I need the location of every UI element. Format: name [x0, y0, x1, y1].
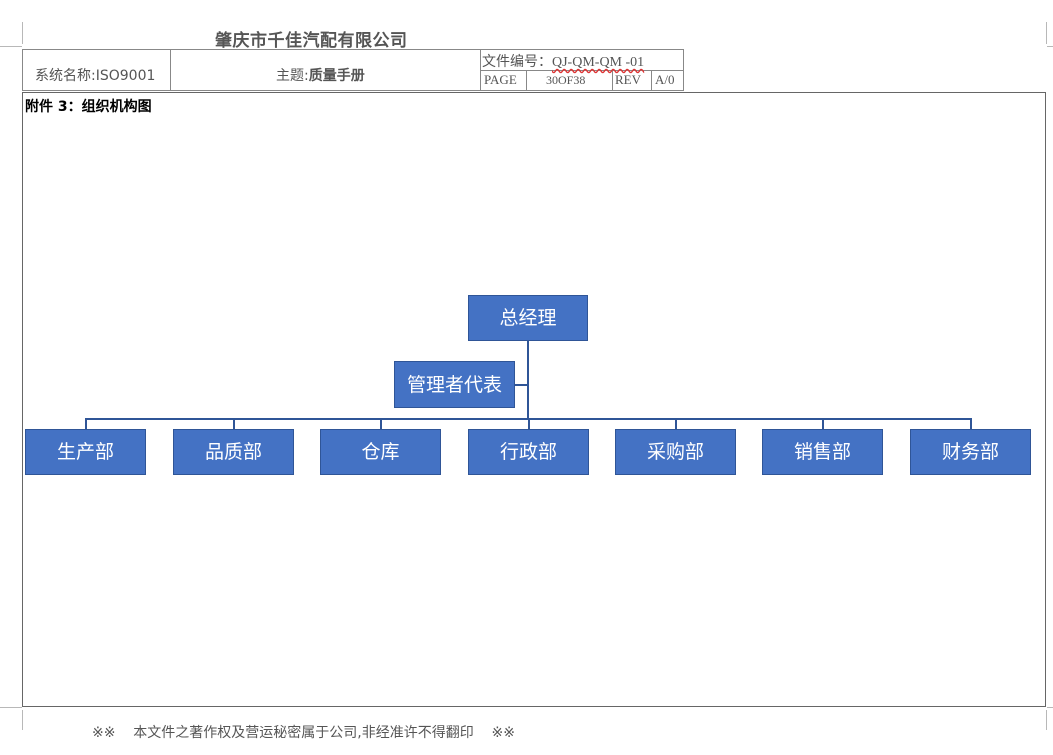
crop-mark: [22, 22, 23, 44]
connector-main-vertical: [527, 340, 529, 419]
crop-mark: [1046, 22, 1047, 44]
crop-mark: [0, 707, 22, 708]
doc-number: 文件编号：QJ-QM-QM -01: [482, 51, 644, 71]
connector-department-drop: [674, 418, 677, 429]
org-box-department: 采购部: [615, 429, 736, 475]
rev-value: A/0: [655, 72, 675, 87]
annex-title: 附件 3：组织机构图: [25, 99, 152, 115]
connector-department-drop: [821, 418, 824, 429]
subject-prefix: 主题:: [276, 68, 309, 84]
subject-title: 质量手册: [308, 68, 365, 84]
crop-mark: [1047, 46, 1053, 47]
crop-mark: [22, 710, 23, 730]
doc-number-label: 文件编号：: [482, 54, 552, 70]
connector-assistant: [514, 384, 528, 386]
page-label: PAGE: [484, 72, 517, 87]
crop-mark: [1047, 707, 1053, 708]
content-frame: [22, 92, 1046, 707]
doc-number-value: QJ-QM-QM -01: [552, 55, 645, 70]
org-box-department: 行政部: [468, 429, 589, 475]
footer-notice: ※※ 本文件之著作权及营运秘密属于公司,非经准许不得翻印 ※※: [92, 725, 515, 741]
page-value: 30OF38: [546, 73, 586, 87]
org-box-department: 生产部: [25, 429, 146, 475]
crop-mark: [0, 46, 22, 47]
org-box-department: 仓库: [320, 429, 441, 475]
subject: 主题:质量手册: [276, 65, 365, 85]
org-box-general-manager: 总经理: [468, 295, 588, 341]
connector-department-drop: [969, 418, 972, 429]
header-rev-value-cell: [651, 70, 684, 91]
crop-mark: [1046, 710, 1047, 730]
system-name: 系统名称:ISO9001: [35, 68, 156, 84]
org-box-management-representative: 管理者代表: [394, 361, 515, 408]
org-box-department: 品质部: [173, 429, 294, 475]
rev-label: REV: [615, 72, 641, 87]
org-box-department: 销售部: [762, 429, 883, 475]
org-box-department: 财务部: [910, 429, 1031, 475]
connector-department-drop: [84, 418, 87, 429]
company-name: 肇庆市千佳汽配有限公司: [215, 31, 408, 51]
connector-department-drop: [232, 418, 235, 429]
connector-department-drop: [379, 418, 382, 429]
connector-department-drop: [527, 418, 530, 429]
